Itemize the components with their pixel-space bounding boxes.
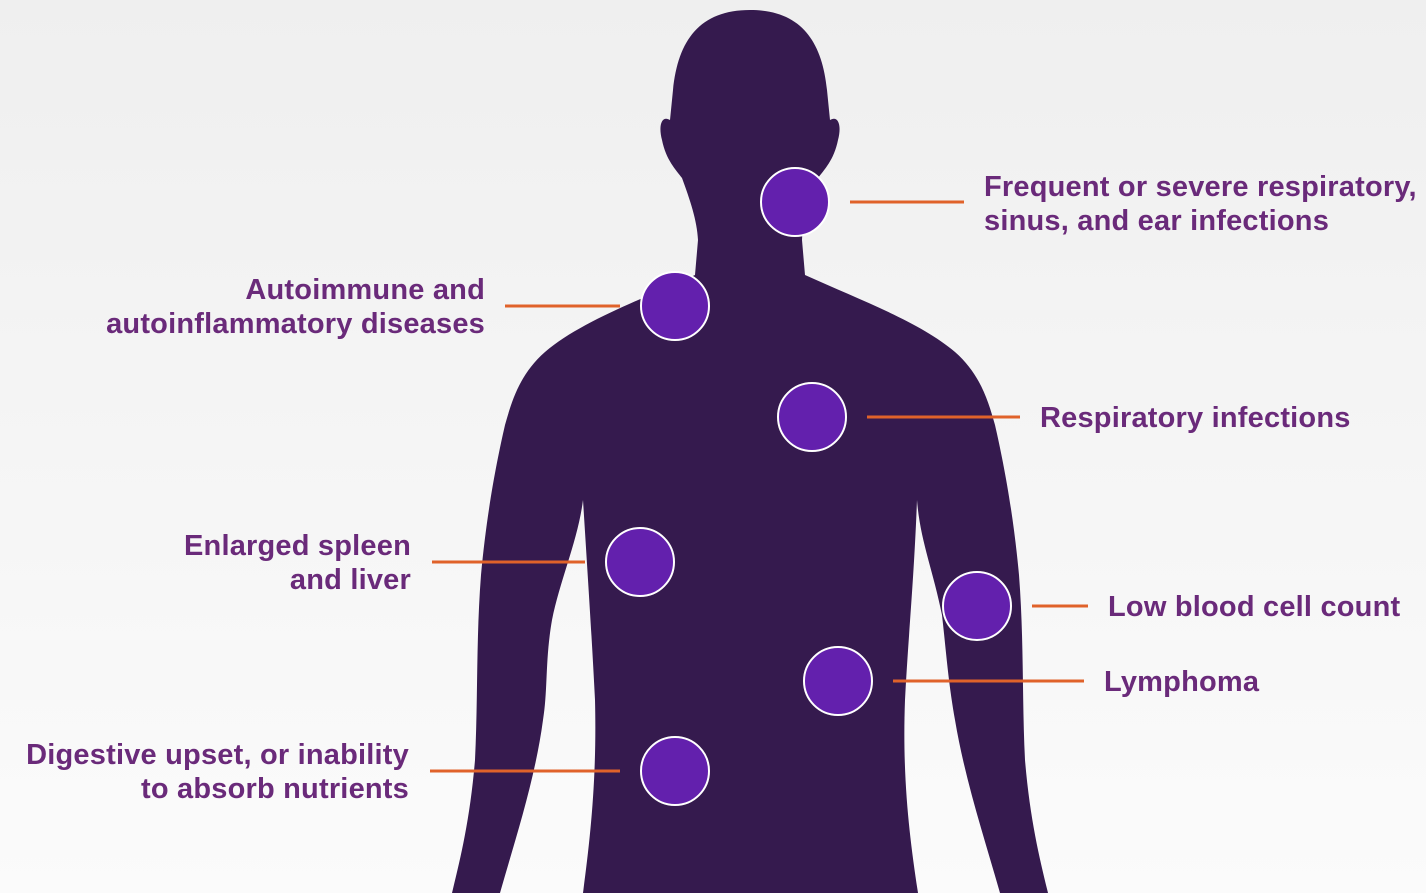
marker-circle-digestive xyxy=(641,737,709,805)
human-silhouette xyxy=(452,10,1048,893)
label-line: autoinflammatory diseases xyxy=(106,307,485,341)
label-lymphoma: Lymphoma xyxy=(1104,665,1259,699)
label-line: and liver xyxy=(184,563,411,597)
label-respiratory-sinus-ear: Frequent or severe respiratory, sinus, a… xyxy=(984,170,1417,238)
label-digestive: Digestive upset, or inability to absorb … xyxy=(26,738,409,806)
marker-circle-respiratory-sinus-ear xyxy=(761,168,829,236)
marker-circle-respiratory xyxy=(778,383,846,451)
marker-circle-blood-cell xyxy=(943,572,1011,640)
label-line: Low blood cell count xyxy=(1108,590,1400,624)
marker-circle-autoimmune xyxy=(641,272,709,340)
label-line: Enlarged spleen xyxy=(184,529,411,563)
label-line: Lymphoma xyxy=(1104,665,1259,699)
label-respiratory: Respiratory infections xyxy=(1040,401,1351,435)
label-blood-cell: Low blood cell count xyxy=(1108,590,1400,624)
marker-circle-spleen-liver xyxy=(606,528,674,596)
label-line: Frequent or severe respiratory, xyxy=(984,170,1417,204)
label-spleen-liver: Enlarged spleen and liver xyxy=(184,529,411,597)
label-line: Autoimmune and xyxy=(106,273,485,307)
label-line: sinus, and ear infections xyxy=(984,204,1417,238)
marker-circle-lymphoma xyxy=(804,647,872,715)
label-line: to absorb nutrients xyxy=(26,772,409,806)
label-line: Respiratory infections xyxy=(1040,401,1351,435)
label-line: Digestive upset, or inability xyxy=(26,738,409,772)
label-autoimmune: Autoimmune and autoinflammatory diseases xyxy=(106,273,485,341)
